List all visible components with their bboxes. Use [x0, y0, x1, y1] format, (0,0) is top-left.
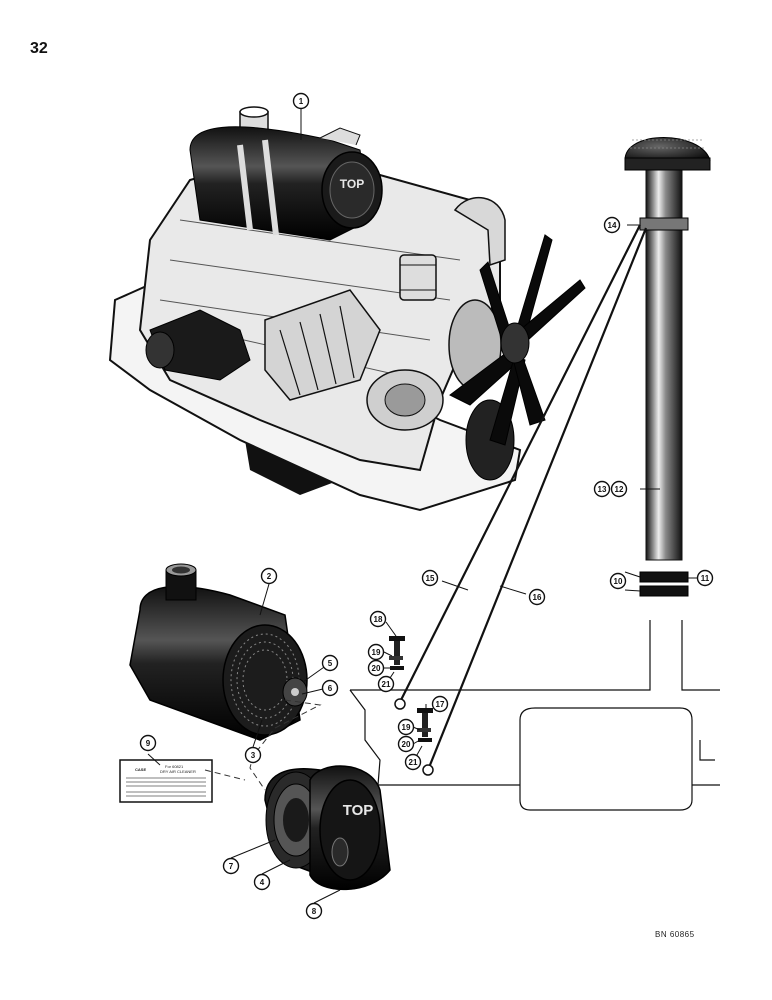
callout-circle — [139, 734, 157, 752]
callout-label: 18 — [374, 615, 383, 624]
embossed-top-large: TOP — [343, 802, 374, 819]
callout-label: 19 — [402, 723, 411, 732]
callout-label: 17 — [436, 700, 445, 709]
callout-label: 10 — [614, 577, 623, 586]
callout-circle — [593, 480, 611, 498]
callout-circle — [222, 857, 240, 875]
callout-circle — [421, 569, 439, 587]
callout-11: 11 — [696, 569, 714, 587]
callout-label: 16 — [533, 593, 542, 602]
callout-label: 8 — [312, 907, 317, 916]
callout-label: 9 — [146, 739, 151, 748]
reference-code: BN 60865 — [655, 930, 695, 939]
callout-15: 15 — [421, 569, 439, 587]
callout-circle — [404, 753, 422, 771]
mounting-hardware — [389, 636, 433, 742]
callout-circle — [609, 572, 627, 590]
callout-label: 6 — [328, 684, 333, 693]
callout-circle — [696, 569, 714, 587]
callout-label: 1 — [299, 97, 304, 106]
filter-element-and-cover: TOP — [264, 765, 391, 891]
callout-18: 18 — [369, 610, 387, 628]
support-rod-15 — [399, 224, 641, 703]
callout-label: 19 — [372, 648, 381, 657]
callout-6: 6 — [321, 679, 339, 697]
callout-label: 20 — [402, 740, 411, 749]
alignment-line-1 — [249, 699, 322, 791]
callout-label: 4 — [260, 878, 265, 887]
callout-circle — [305, 902, 323, 920]
callout-label: 11 — [701, 574, 710, 583]
callout-circle — [431, 695, 449, 713]
callout-5: 5 — [321, 654, 339, 672]
callout-circle — [367, 659, 385, 677]
callout-label: 13 — [598, 485, 607, 494]
support-rod-16 — [426, 227, 648, 771]
rod-end-16 — [422, 764, 434, 776]
decal-brand: CASE — [135, 767, 146, 772]
callout-10: 10 — [609, 572, 627, 590]
callout-7: 7 — [222, 857, 240, 875]
callout-13: 13 — [593, 480, 611, 498]
callout-1: 1 — [292, 92, 310, 110]
callout-21b: 21 — [404, 753, 422, 771]
callout-circle — [528, 588, 546, 606]
callout-19b: 19 — [397, 718, 415, 736]
hood-outline — [349, 620, 720, 811]
callout-circle — [603, 216, 621, 234]
callout-label: 14 — [608, 221, 617, 230]
callout-20a: 20 — [367, 659, 385, 677]
callout-circle — [367, 643, 385, 661]
callout-circle — [260, 567, 278, 585]
callout-circle — [321, 679, 339, 697]
callout-circle — [321, 654, 339, 672]
callout-19a: 19 — [367, 643, 385, 661]
callout-circle — [292, 92, 310, 110]
page-number: 32 — [30, 40, 48, 57]
callout-4: 4 — [253, 873, 271, 891]
callout-circle — [397, 718, 415, 736]
precleaner-stack — [624, 137, 711, 597]
embossed-top-small: TOP — [340, 177, 364, 191]
callout-17: 17 — [431, 695, 449, 713]
decal-title-1: For 60821 — [165, 764, 184, 769]
callout-circle — [377, 675, 395, 693]
decal-title-2: DRY AIR CLEANER — [160, 769, 196, 774]
callout-label: 5 — [328, 659, 333, 668]
callout-label: 21 — [382, 680, 391, 689]
air-cleaner-body — [129, 563, 308, 741]
engine-assembly — [108, 158, 586, 512]
callout-8: 8 — [305, 902, 323, 920]
callout-circle — [369, 610, 387, 628]
callout-circle — [610, 480, 628, 498]
callout-label: 7 — [229, 862, 234, 871]
callout-3: 3 — [244, 746, 262, 764]
callout-label: 21 — [409, 758, 418, 767]
callout-9: 9 — [139, 734, 157, 752]
callout-21a: 21 — [377, 675, 395, 693]
callout-label: 20 — [372, 664, 381, 673]
callout-14: 14 — [603, 216, 621, 234]
callout-2: 2 — [260, 567, 278, 585]
callout-label: 12 — [615, 485, 624, 494]
callout-20b: 20 — [397, 735, 415, 753]
rod-end-15 — [394, 698, 406, 710]
alignment-line-2 — [204, 769, 246, 781]
callout-label: 15 — [426, 574, 435, 583]
instruction-decal: CASE For 60821 DRY AIR CLEANER — [119, 759, 213, 803]
callout-16: 16 — [528, 588, 546, 606]
callout-circle — [253, 873, 271, 891]
callout-label: 2 — [267, 572, 272, 581]
callout-12: 12 — [610, 480, 628, 498]
callout-circle — [397, 735, 415, 753]
callout-circle — [244, 746, 262, 764]
callout-label: 3 — [251, 751, 256, 760]
air-cleaner-mounted: TOP — [189, 106, 383, 241]
